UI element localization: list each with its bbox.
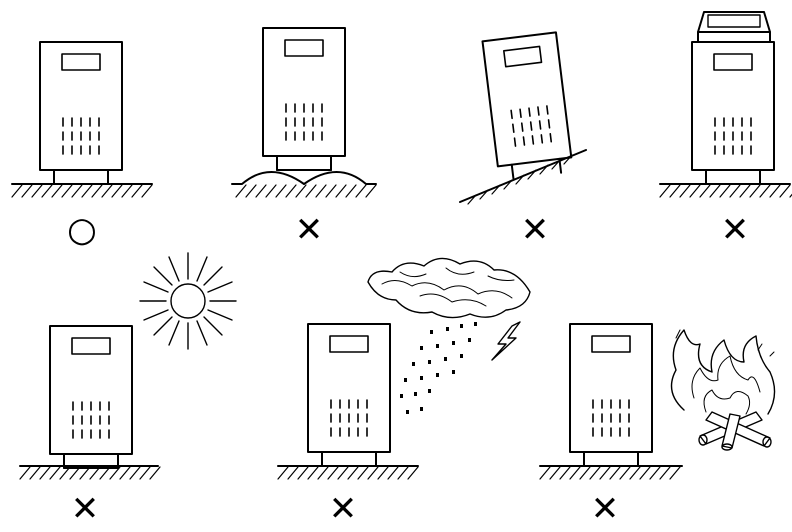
water-heater-unit: [570, 324, 652, 466]
slope-line: [460, 150, 586, 204]
bumpy-ground: [232, 172, 377, 198]
water-heater-unit: [50, 326, 132, 468]
firewood-logs: [699, 412, 771, 450]
verdict-mark: ✕: [590, 489, 620, 529]
object-on-top: [698, 12, 770, 42]
storm-cloud-icon: [368, 258, 530, 317]
lightning-bolt-icon: [492, 322, 520, 360]
panel-sunlight: [19, 253, 236, 480]
panel-rain-and-lightning: [277, 258, 530, 480]
verdict-mark: ✕: [294, 210, 324, 250]
water-heater-unit: [308, 324, 390, 466]
ground-line: [19, 466, 161, 480]
fire-icon: [672, 330, 775, 414]
verdict-mark: ✕: [720, 210, 750, 250]
panel-level-ground: [11, 42, 153, 198]
water-heater-unit: [692, 42, 774, 184]
tilted-water-heater-unit: [482, 32, 573, 180]
ground-line: [539, 466, 682, 480]
verdict-mark: ✕: [328, 489, 358, 529]
panel-object-on-top: [659, 12, 792, 198]
sun-icon: [140, 253, 236, 349]
ground-line: [277, 466, 419, 480]
verdict-mark: ✕: [520, 210, 550, 250]
water-heater-unit: [263, 28, 345, 170]
rain-drops: [400, 322, 477, 414]
verdict-mark: ✕: [70, 489, 100, 529]
ground-line: [11, 184, 153, 198]
panel-sloped-ground: [460, 32, 586, 204]
verdict-mark: ○: [67, 210, 97, 250]
panel-uneven-ground: [232, 28, 377, 198]
water-heater-unit: [40, 42, 122, 184]
ground-line: [659, 184, 792, 198]
panel-open-fire: [539, 324, 775, 480]
